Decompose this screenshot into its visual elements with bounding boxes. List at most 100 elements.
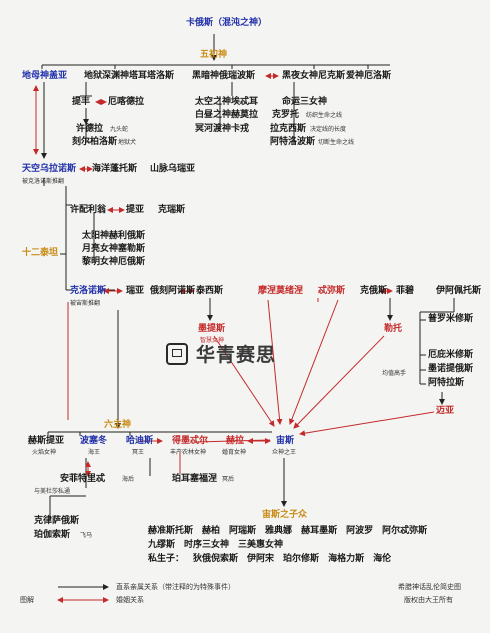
node-pegasus: 珀伽索斯	[34, 530, 71, 540]
zeus-children-row-2: 九缪斯时序三女神三美惠女神	[148, 540, 283, 551]
node-poseidon: 波塞冬	[80, 436, 108, 446]
node-tethys: 泰西斯	[196, 286, 224, 296]
node-themis: 忒弥斯	[318, 286, 346, 296]
zeus-child-row3-2: 珀尔修斯	[283, 554, 320, 564]
node-theia: 提亚	[126, 205, 145, 215]
node-pontus: 海洋蓬托斯	[92, 164, 138, 174]
gen-olympians-label: 六主神	[104, 420, 132, 430]
zeus-child-row2-0: 九缪斯	[148, 540, 176, 550]
source-line-2: 版权由大王所有	[404, 596, 453, 604]
zeus-children-row-3: 私生子： 狄俄倪索斯伊阿宋珀尔修斯海格力斯海伦	[148, 554, 391, 565]
node-demeter: 得墨忒尔	[172, 436, 209, 446]
node-hemera: 白昼之神赫莫拉	[195, 110, 259, 120]
node-hydra: 许德拉	[76, 124, 104, 134]
legend-lineage: 直系亲属关系（带注释的为特殊事件）	[116, 583, 235, 591]
node-lachesis: 拉克西斯	[270, 124, 307, 134]
zeus-child-row1-2: 阿瑞斯	[229, 526, 257, 536]
node-moirai: 命运三女神	[282, 97, 328, 107]
node-maia: 迈亚	[436, 406, 455, 416]
node-atlas: 阿特拉斯	[428, 378, 465, 388]
node-charon: 冥河渡神卡戎	[195, 124, 250, 134]
node-aether: 太空之神埃忒耳	[195, 97, 259, 107]
note-cronus: 被宙斯推翻	[70, 300, 101, 307]
node-atropos: 阿特洛波斯	[270, 137, 316, 147]
node-mnemosyne: 摩涅莫绪涅	[258, 286, 304, 296]
note-zeus: 众神之王	[272, 449, 297, 456]
node-uranus: 天空乌拉诺斯	[22, 164, 77, 174]
node-zeus: 宙斯	[276, 436, 295, 446]
source-line-1: 希腊神话乱伦简史图	[398, 583, 461, 591]
gen-first-gods-label: 五初神	[200, 50, 228, 60]
node-erebus: 黑暗神俄瑞波斯	[192, 71, 256, 81]
note-demeter: 丰产农林女神	[170, 449, 207, 456]
note-cerberus: 地狱犬	[118, 139, 137, 146]
note-clotho: 纺织生命之线	[306, 112, 343, 119]
node-rhea: 瑞亚	[126, 286, 145, 296]
node-leto: 勒托	[384, 324, 403, 334]
zeus-child-row3-4: 海伦	[373, 554, 392, 564]
node-amphitrite: 安菲特里忒	[60, 474, 106, 484]
node-persephone: 珀耳塞福涅	[172, 474, 218, 484]
zeus-child-row2-1: 时序三女神	[184, 540, 230, 550]
note-helper: 均值高手	[382, 370, 407, 377]
zeus-child-row2-2: 三美惠女神	[238, 540, 284, 550]
node-phoebe: 菲碧	[396, 286, 415, 296]
chaos-title: 卡俄斯（混沌之神）	[186, 18, 268, 28]
node-gaia: 地母神盖亚	[22, 71, 68, 81]
zeus-child-row3-3: 海格力斯	[328, 554, 365, 564]
zeus-child-row3-0: 狄俄倪索斯	[193, 554, 239, 564]
note-lachesis: 决定线的长度	[310, 126, 347, 133]
node-selene: 月亮女神塞勒斯	[82, 244, 146, 254]
illegitimate-label: 私生子：	[148, 554, 185, 564]
node-ourea: 山脉乌瑞亚	[150, 164, 196, 174]
node-tartarus: 地狱深渊神塔耳塔洛斯	[84, 71, 175, 81]
node-coeus: 克瑞斯	[158, 205, 186, 215]
node-eros: 爱神厄洛斯	[346, 71, 392, 81]
watermark: 华青赛思	[166, 340, 276, 367]
note-amphitrite: 海后	[122, 476, 135, 483]
node-hestia: 赫斯提亚	[28, 436, 65, 446]
node-helios: 太阳神赫利俄斯	[82, 231, 146, 241]
node-echidna: 厄喀德拉	[108, 97, 145, 107]
note-metis: 智慧女神	[200, 337, 225, 344]
note-hydra: 九头蛇	[110, 126, 129, 133]
zeus-child-row1-3: 雅典娜	[265, 526, 293, 536]
note-hera: 婚育女神	[222, 449, 247, 456]
node-cronus: 克洛诺斯	[70, 286, 107, 296]
note-hestia: 火焰女神	[32, 449, 57, 456]
node-menoetius: 墨诺提俄斯	[428, 364, 474, 374]
node-clotho: 克罗托	[272, 110, 300, 120]
node-hera: 赫拉	[226, 436, 245, 446]
note-uranus: 被克洛诺斯推翻	[22, 178, 65, 185]
legend-marriage: 婚姻关系	[116, 596, 144, 604]
node-nyx: 黑夜女神尼克斯	[282, 71, 346, 81]
node-chrysaor: 克律萨俄斯	[34, 516, 80, 526]
note-pegasus: 飞马	[80, 532, 93, 539]
zeus-child-row1-6: 阿尔忒弥斯	[382, 526, 428, 536]
note-poseidon: 海王	[88, 449, 101, 456]
watermark-logo-icon	[166, 342, 188, 365]
zeus-children-row-1: 赫准斯托斯赫柏阿瑞斯雅典娜赫耳墨斯阿波罗阿尔忒弥斯	[148, 526, 427, 537]
node-crius: 克俄斯	[360, 286, 388, 296]
zeus-child-row1-1: 赫柏	[202, 526, 221, 536]
node-typhon: 提丰	[72, 97, 91, 107]
note-medusa: 与美杜莎私通	[34, 488, 71, 495]
node-eos: 黎明女神厄俄斯	[82, 257, 146, 267]
note-atropos: 切断生命之线	[318, 139, 355, 146]
zeus-child-row1-5: 阿波罗	[346, 526, 374, 536]
note-persephone: 冥后	[222, 476, 235, 483]
node-epimetheus: 厄庇米修斯	[428, 350, 474, 360]
node-prometheus: 普罗米修斯	[428, 314, 474, 324]
node-oceanus: 俄刻阿诺斯	[150, 286, 196, 296]
node-iapetus: 伊阿佩托斯	[436, 286, 482, 296]
gen-titans-label: 十二泰坦	[22, 248, 59, 258]
node-hades: 哈迪斯	[126, 436, 154, 446]
node-metis: 墨提斯	[198, 324, 226, 334]
watermark-text: 华青赛思	[196, 344, 277, 366]
zeus-child-row1-0: 赫准斯托斯	[148, 526, 194, 536]
zeus-child-row1-4: 赫耳墨斯	[301, 526, 338, 536]
node-cerberus: 刻尔柏洛斯	[72, 137, 118, 147]
node-hyperion: 许配利翁	[70, 205, 107, 215]
